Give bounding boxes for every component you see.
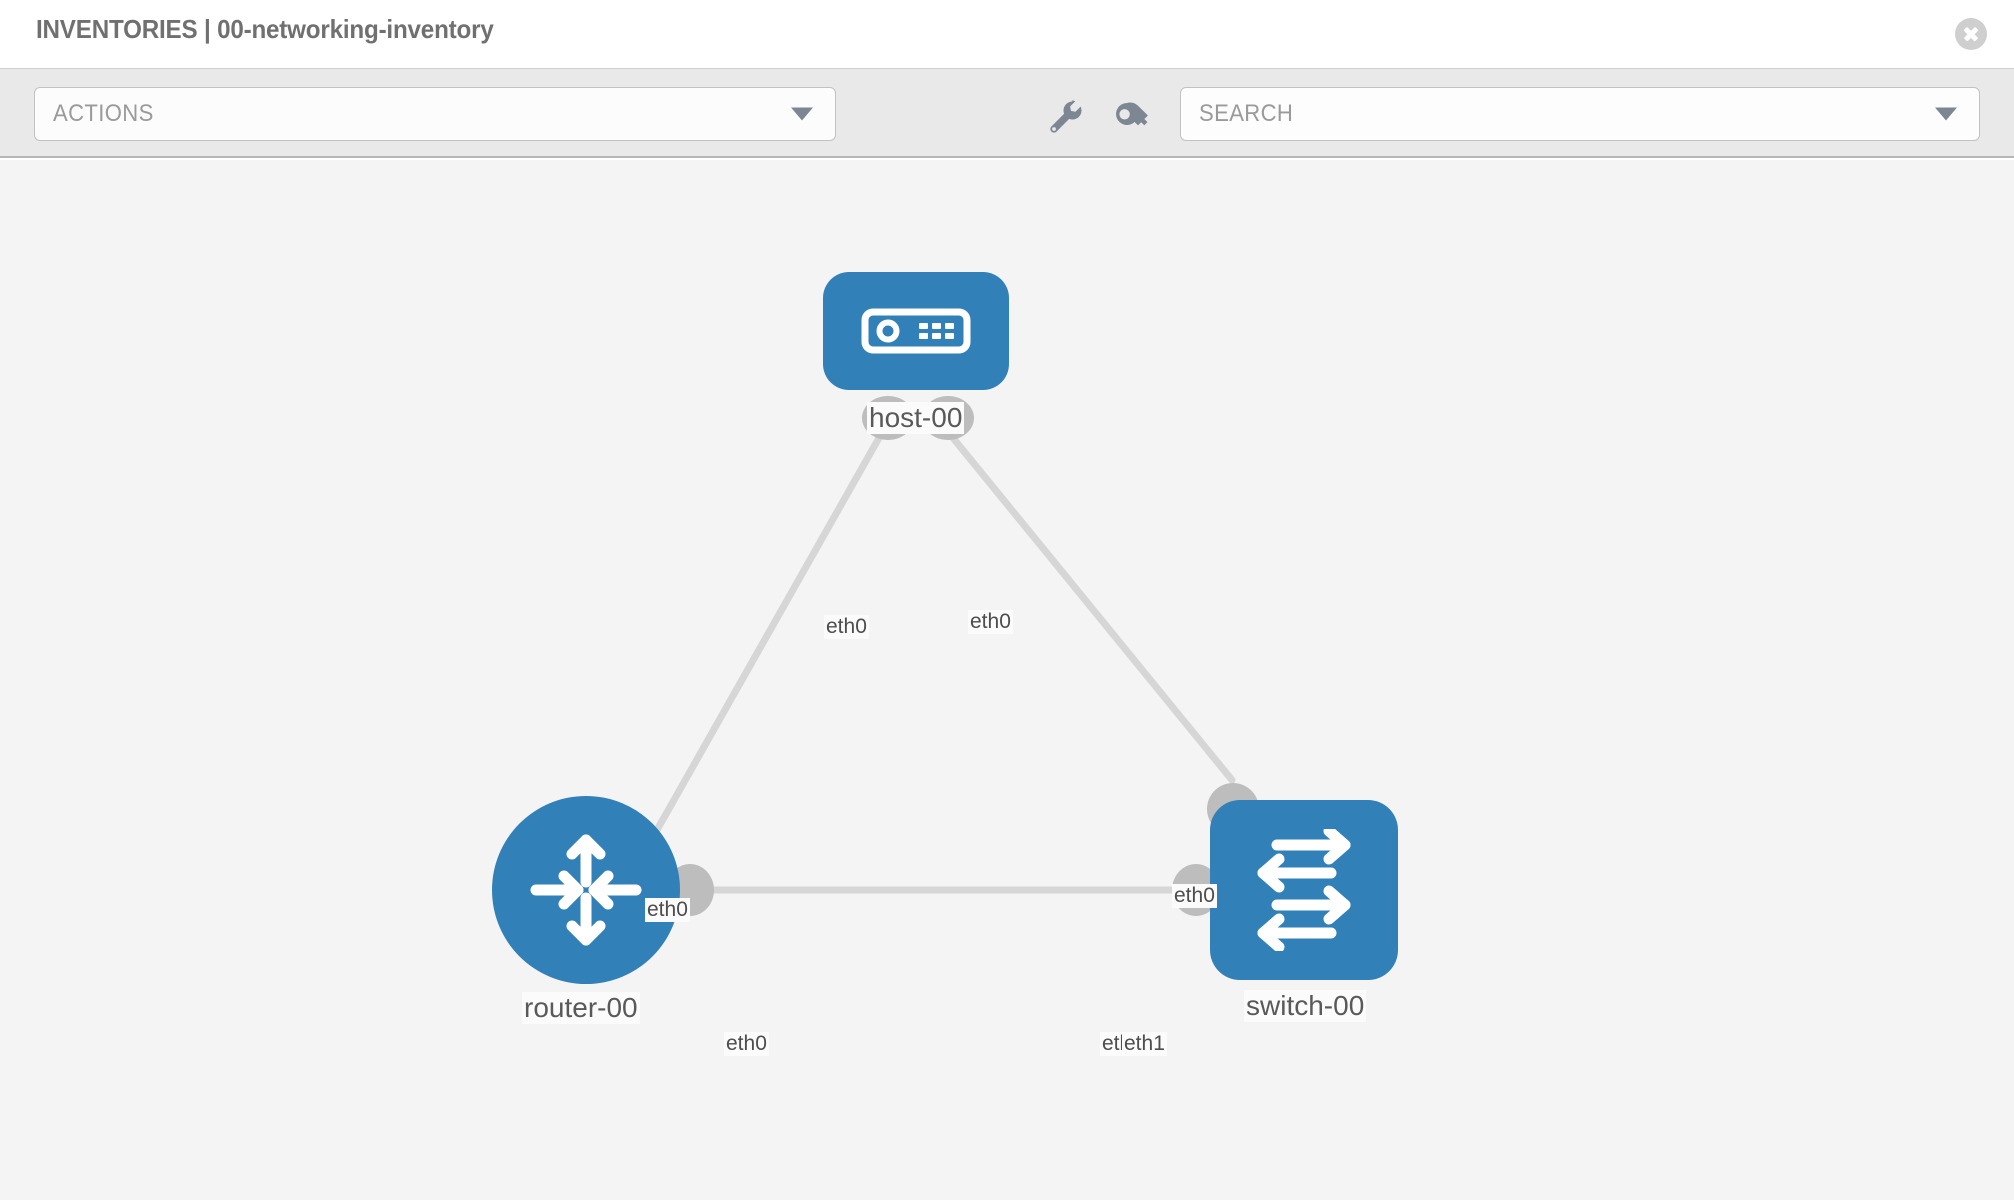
edge-host-router (636, 418, 892, 864)
node-switch-00-shape[interactable] (1210, 800, 1398, 980)
edge-label-host-left: eth0 (824, 615, 869, 640)
chevron-down-icon[interactable] (1935, 107, 1957, 121)
edge-label-router-diagonal: eth0 (645, 898, 690, 923)
search-placeholder: SEARCH (1199, 100, 1294, 127)
key-icon[interactable] (1110, 95, 1154, 139)
actions-dropdown-label: ACTIONS (53, 100, 154, 127)
server-icon (861, 308, 971, 354)
node-host-00-label: host-00 (867, 402, 965, 434)
edge-label-host-right: eth0 (968, 610, 1013, 635)
node-host-00-shape[interactable] (823, 272, 1009, 390)
chevron-down-icon (791, 107, 813, 121)
page-title: INVENTORIES | 00-networking-inventory (36, 14, 494, 44)
topology-canvas[interactable]: host-00 (0, 160, 2014, 1200)
wrench-icon[interactable] (1042, 95, 1086, 139)
close-icon[interactable] (1955, 18, 1987, 50)
edge-label-switch-left: eth1 (1122, 1032, 1167, 1057)
router-arrows-icon (530, 834, 642, 946)
edge-label-router-right: eth0 (724, 1032, 769, 1057)
toolbar: ACTIONS SEARCH (0, 68, 2014, 158)
edge-host-switch (936, 418, 1236, 784)
search-input[interactable]: SEARCH (1180, 87, 1980, 141)
node-router-00-label: router-00 (522, 992, 640, 1024)
actions-dropdown[interactable]: ACTIONS (34, 87, 836, 141)
node-router-00-shape[interactable] (492, 796, 680, 984)
edge-label-switch-diagonal: eth0 (1172, 884, 1217, 909)
switch-arrows-icon (1257, 829, 1351, 951)
node-switch-00-label: switch-00 (1244, 990, 1367, 1022)
page-header: INVENTORIES | 00-networking-inventory (0, 0, 2014, 68)
